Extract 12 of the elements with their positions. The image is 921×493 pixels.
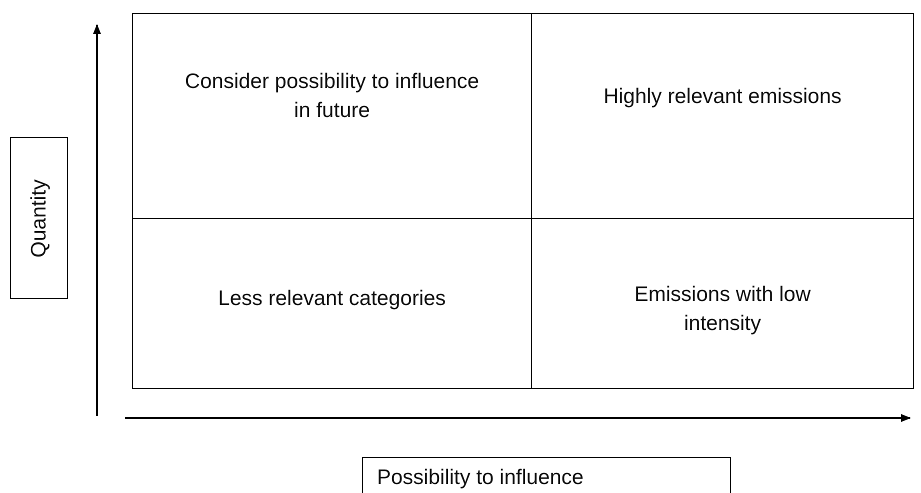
cell-text: Possibility to influence (377, 465, 584, 491)
cell-text: Highly relevant emissions (603, 84, 842, 110)
cell-text: Consider possibility to influence in future (184, 69, 480, 124)
axis-label-box (10, 137, 68, 299)
cell-text: Emissions with low intensity (633, 282, 812, 336)
quadrant-cell (531, 218, 914, 389)
cell-text: Quantity (26, 178, 52, 258)
quadrant-cell (531, 13, 914, 219)
quadrant-cell (132, 13, 532, 219)
quadrant-cell (132, 218, 532, 389)
cell-text: Less relevant categories (218, 286, 446, 312)
axis-label-box (362, 457, 731, 493)
